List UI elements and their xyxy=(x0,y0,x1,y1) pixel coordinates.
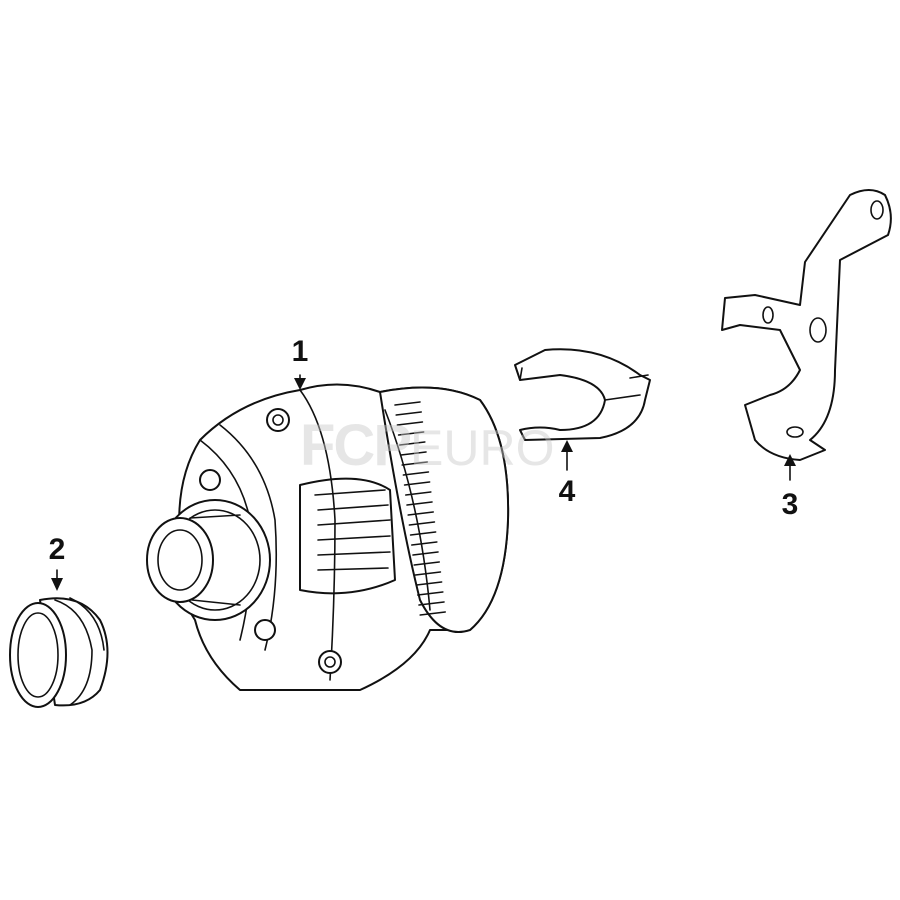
stator-fin xyxy=(404,491,432,496)
stator-fin xyxy=(412,551,439,556)
stator-fin xyxy=(419,611,447,616)
stator-fin xyxy=(410,541,438,546)
pulley-part[interactable] xyxy=(9,597,109,708)
stator-fin xyxy=(416,591,444,596)
stator-fin xyxy=(406,501,433,506)
stator-fin xyxy=(397,431,425,436)
stator-fin xyxy=(394,401,421,406)
stator-fin xyxy=(413,561,441,566)
stator-fin xyxy=(415,581,443,586)
callout-2[interactable]: 2 xyxy=(48,533,66,566)
stator-fin xyxy=(396,421,424,426)
stator-fin xyxy=(409,531,437,536)
alternator-part[interactable] xyxy=(146,383,510,691)
stator-fin xyxy=(400,451,427,456)
callout-4[interactable]: 4 xyxy=(558,475,576,508)
stator-fin xyxy=(408,521,436,526)
callout-1[interactable]: 1 xyxy=(291,335,309,368)
stator-fin xyxy=(403,481,431,486)
bracket-part[interactable] xyxy=(721,189,892,461)
stator-fin xyxy=(418,601,445,606)
stator-fin xyxy=(407,511,435,516)
stator-fin xyxy=(414,571,442,576)
clip-part[interactable] xyxy=(514,348,651,441)
stator-fin xyxy=(401,461,429,466)
stator-fin xyxy=(398,441,426,446)
stator-fin xyxy=(395,411,423,416)
stator-fin xyxy=(402,471,430,476)
callout-3[interactable]: 3 xyxy=(781,488,799,521)
callout-arrows xyxy=(51,374,796,591)
